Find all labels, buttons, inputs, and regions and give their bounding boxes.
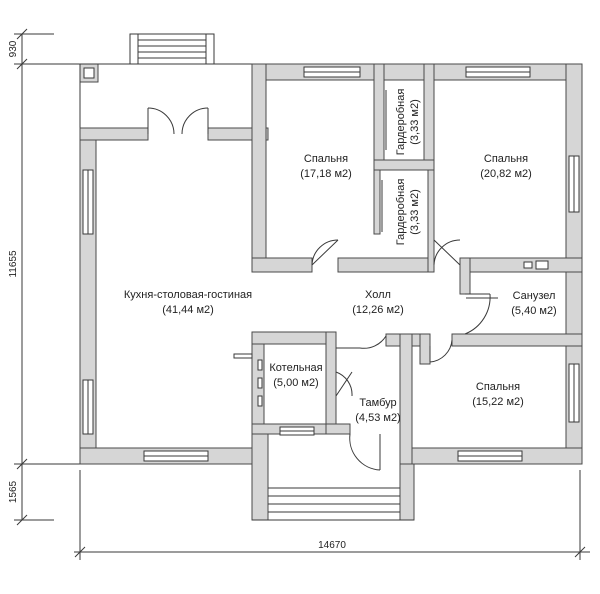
bedroom-bottom-area: (15,22 м2): [472, 396, 524, 408]
wardrobe-top-name: Гардеробная: [395, 89, 407, 156]
bedroom-right-area: (20,82 м2): [480, 168, 532, 180]
wardrobe-bottom-name: Гардеробная: [395, 179, 407, 246]
bedroom-right-name: Спальня: [484, 153, 528, 165]
vestibule-name: Тамбур: [359, 397, 396, 409]
bathroom-name: Санузел: [513, 290, 556, 302]
doors: [147, 107, 491, 471]
hall-area: (12,26 м2): [352, 304, 404, 316]
dimension-top-porch: 930: [8, 40, 19, 57]
wardrobe-bottom-area: (3,33 м2): [409, 189, 421, 234]
dimension-total-width: 14670: [318, 540, 346, 551]
bathroom-area: (5,40 м2): [511, 305, 556, 317]
fixtures: [233, 90, 549, 407]
boiler-name: Котельная: [269, 362, 322, 374]
dimension-total-height: 11655: [8, 250, 19, 278]
living-area: (41,44 м2): [162, 304, 214, 316]
bottom-porch: [251, 433, 415, 521]
living-name: Кухня-столовая-гостиная: [124, 289, 252, 301]
dimension-lines: [14, 28, 590, 560]
vestibule-area: (4,53 м2): [355, 412, 400, 424]
windows: [82, 66, 580, 462]
wardrobe-top-area: (3,33 м2): [409, 99, 421, 144]
bedroom-left-area: (17,18 м2): [300, 168, 352, 180]
top-porch-steps: [129, 33, 215, 65]
bedroom-left-name: Спальня: [304, 153, 348, 165]
bedroom-bottom-name: Спальня: [476, 381, 520, 393]
dimension-bottom-porch: 1565: [8, 480, 19, 503]
hall-name: Холл: [365, 289, 391, 301]
boiler-area: (5,00 м2): [273, 377, 318, 389]
room-labels: Спальня (17,18 м2) Спальня (20,82 м2) Га…: [124, 89, 557, 424]
